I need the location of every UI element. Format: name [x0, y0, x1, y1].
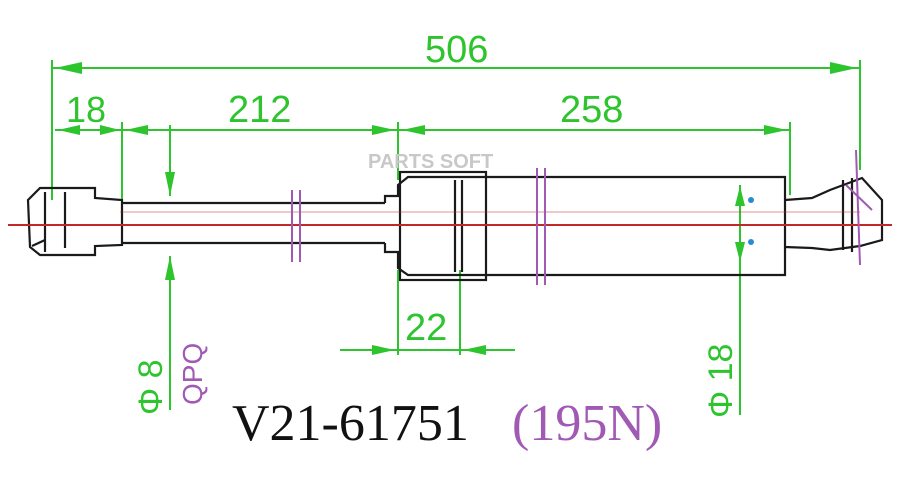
rod-finish-label: QPQ: [177, 343, 208, 405]
dimension-lines: [51, 60, 861, 415]
dim-overall-label: 506: [425, 29, 488, 71]
dimension-arrows: [55, 62, 857, 355]
force-rating: (195N): [512, 395, 662, 452]
part-number: V21-61751: [232, 395, 469, 452]
watermark: PARTS SOFT: [368, 151, 493, 173]
mounting-dots: [748, 197, 754, 245]
dim-body-length-label: 258: [560, 89, 623, 131]
dim-rod-diameter-label: Φ 8: [132, 360, 170, 415]
dim-end-fitting-label: 18: [66, 89, 106, 130]
dim-rod-length-label: 212: [228, 89, 291, 131]
dim-piston-label: 22: [405, 307, 447, 349]
dim-body-diameter-label: Φ 18: [702, 344, 740, 418]
break-marks: [291, 149, 873, 285]
